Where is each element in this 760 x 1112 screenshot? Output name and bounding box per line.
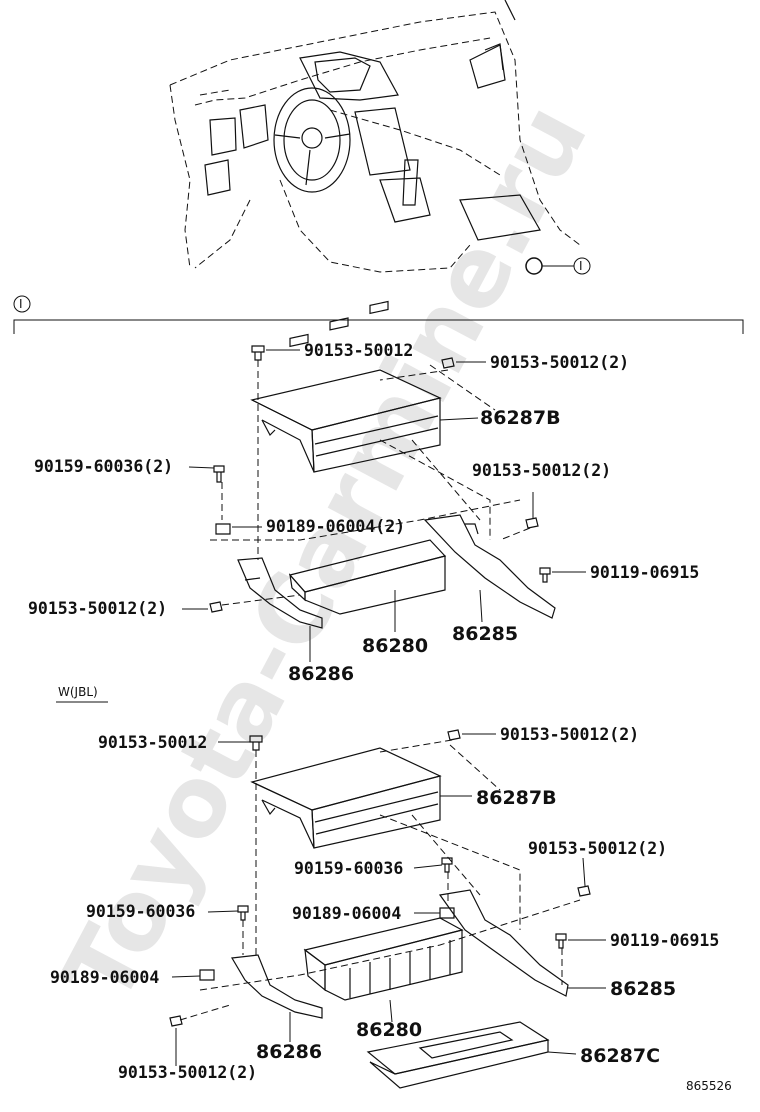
label-90159-60036: 90159-60036 — [86, 902, 195, 921]
label-86285: 86285 — [610, 978, 676, 1000]
label-90119-06915: 90119-06915 — [590, 563, 699, 582]
bolt-icon — [447, 729, 461, 741]
label-90153-50012-2: 90153-50012(2) — [490, 353, 629, 372]
label-86287b: 86287B — [480, 407, 561, 429]
label-86285: 86285 — [452, 623, 518, 645]
bolt-icon — [169, 1015, 183, 1027]
bottom-plate-86287c — [366, 1021, 550, 1089]
dashboard-overview-illustration — [169, 0, 581, 273]
bolt-icon — [441, 357, 455, 369]
bolt-icon — [251, 345, 265, 361]
bracket-86285-upper — [423, 514, 556, 619]
label-90153-50012-2: 90153-50012(2) — [118, 1063, 257, 1082]
bolt-icon — [577, 885, 591, 897]
section-marker-circle — [13, 295, 31, 313]
label-86286: 86286 — [288, 663, 354, 685]
grommet-icon — [199, 969, 215, 981]
figure-code: 865526 — [686, 1079, 732, 1093]
grommet-icon — [439, 907, 455, 919]
watermark: Toyota-Carmine.ru — [41, 86, 609, 1021]
bolt-icon — [539, 567, 551, 583]
label-86280: 86280 — [356, 1019, 422, 1041]
bracket-86286-lower — [231, 954, 323, 1019]
label-90153-50012-2: 90153-50012(2) — [500, 725, 639, 744]
section-marker-text: I — [19, 297, 23, 311]
label-86287b: 86287B — [476, 787, 557, 809]
label-90189-06004-2: 90189-06004(2) — [266, 517, 405, 536]
label-86280: 86280 — [362, 635, 428, 657]
upper-assembly — [182, 300, 586, 662]
label-90159-60036: 90159-60036 — [294, 859, 403, 878]
label-90153-50012-2: 90153-50012(2) — [472, 461, 611, 480]
amplifier-86280-upper — [288, 539, 447, 615]
bolt-icon — [555, 933, 567, 949]
key-marker-text: I — [579, 259, 583, 273]
cover-86287b-upper — [250, 300, 442, 473]
section-bracket — [13, 319, 744, 334]
bracket-86285-lower — [438, 889, 569, 997]
label-90153-50012: 90153-50012 — [98, 733, 207, 752]
label-90189-06004: 90189-06004 — [50, 968, 159, 987]
label-90153-50012-2: 90153-50012(2) — [28, 599, 167, 618]
bolt-icon — [237, 905, 249, 921]
lower-assembly — [169, 729, 606, 1089]
label-90153-50012-2: 90153-50012(2) — [528, 839, 667, 858]
label-86287c: 86287C — [580, 1045, 660, 1067]
label-86286: 86286 — [256, 1041, 322, 1063]
bolt-icon — [209, 601, 223, 613]
amplifier-86280-lower — [303, 917, 464, 1001]
bolt-icon — [525, 517, 539, 529]
label-90159-60036-2: 90159-60036(2) — [34, 457, 173, 476]
bolt-icon — [213, 465, 225, 483]
label-90119-06915: 90119-06915 — [610, 931, 719, 950]
label-90189-06004: 90189-06004 — [292, 904, 401, 923]
bracket-86286-upper — [237, 557, 323, 629]
label-90153-50012: 90153-50012 — [304, 341, 413, 360]
cover-86287b-lower — [250, 747, 442, 849]
grommet-icon — [215, 523, 231, 535]
key-marker-circle — [573, 257, 591, 275]
variant-tag: W(JBL) — [58, 685, 98, 699]
